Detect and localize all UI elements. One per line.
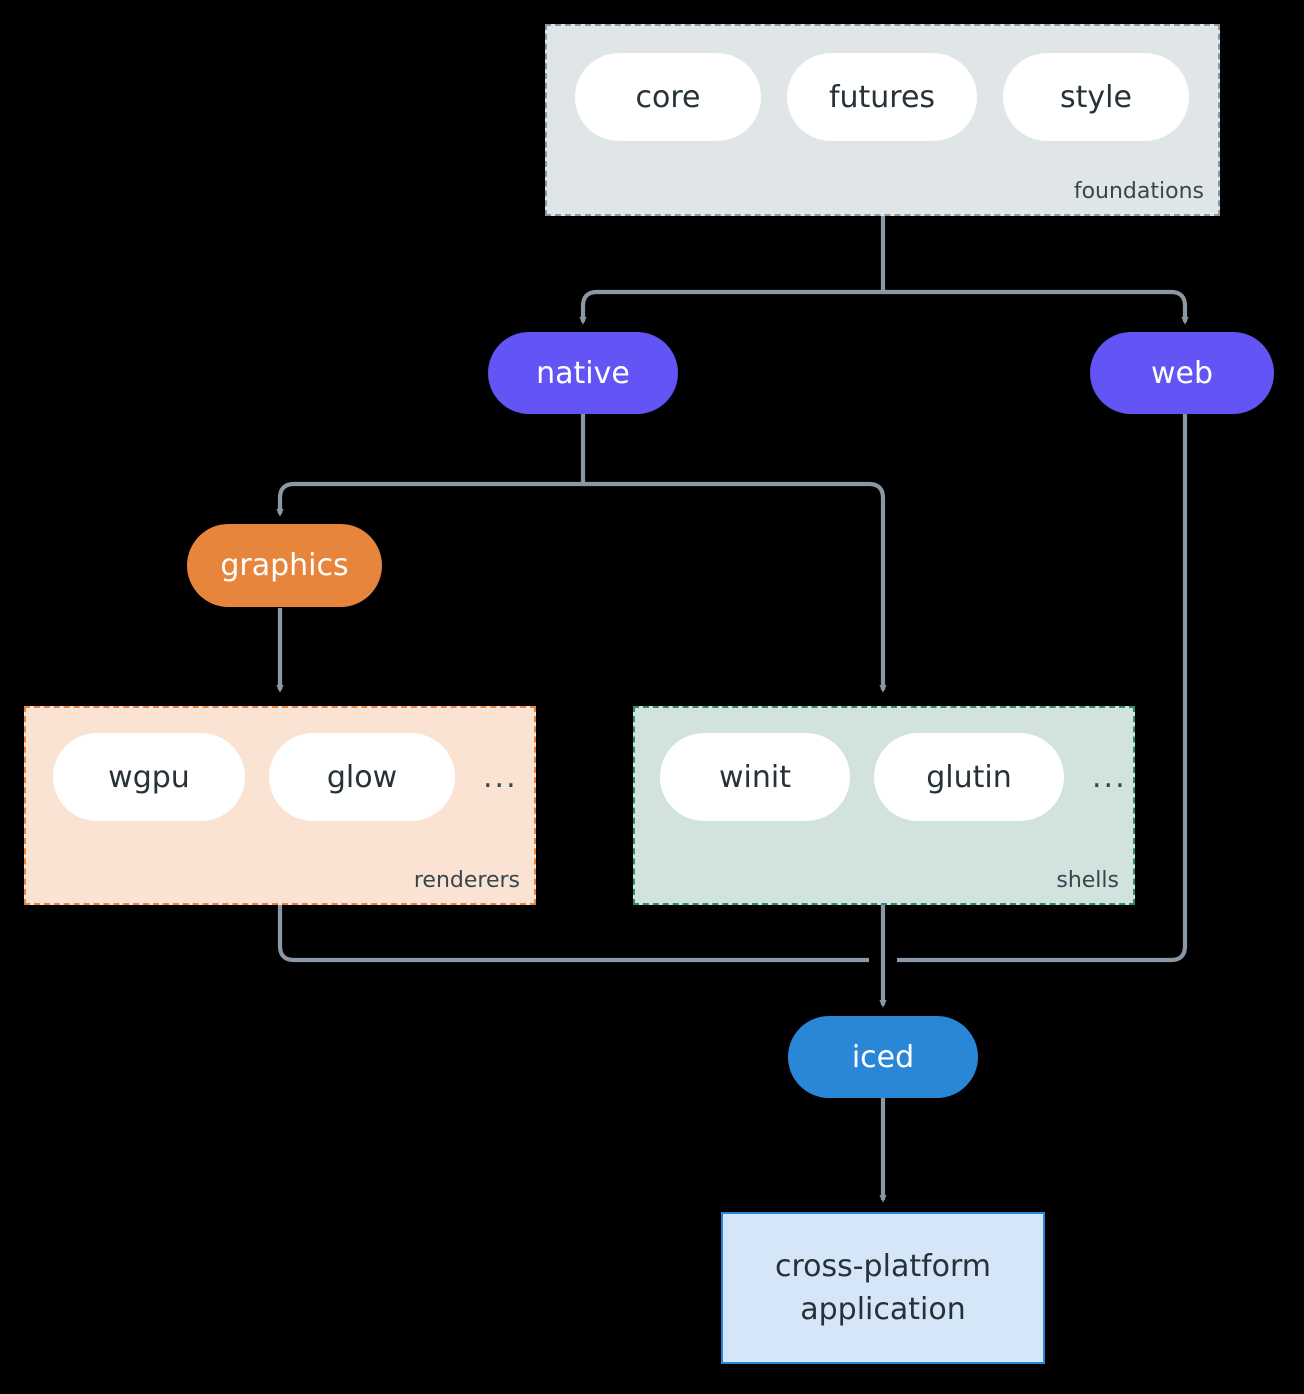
leaf-futures-label: futures: [828, 79, 936, 115]
leaf-shells-ellipsis-label: ...: [1092, 759, 1127, 795]
leaf-core[interactable]: core: [575, 53, 761, 141]
edge-renderers-iced: [277, 905, 869, 963]
leaf-renderers-ellipsis-label: ...: [483, 759, 518, 795]
leaf-style[interactable]: style: [1003, 53, 1189, 141]
cluster-shells: winit glutin ... shells: [633, 706, 1135, 905]
node-web-label: web: [1150, 355, 1214, 391]
leaf-glow[interactable]: glow: [269, 733, 455, 821]
leaf-winit[interactable]: winit: [660, 733, 850, 821]
edge-foundations-native: [579, 289, 883, 325]
edge-native-graphics: [276, 481, 583, 517]
node-application[interactable]: cross-platform application: [721, 1212, 1045, 1364]
cluster-shells-label: shells: [1056, 868, 1119, 893]
node-application-line1: cross-platform: [774, 1248, 992, 1284]
node-application-text: cross-platform application: [775, 1245, 991, 1332]
leaf-glow-label: glow: [326, 759, 398, 795]
node-iced[interactable]: iced: [788, 1016, 978, 1098]
node-graphics[interactable]: graphics: [187, 524, 382, 607]
cluster-foundations: core futures style foundations: [545, 24, 1220, 216]
node-web[interactable]: web: [1090, 332, 1274, 414]
node-iced-label: iced: [851, 1039, 915, 1075]
leaf-winit-label: winit: [719, 759, 791, 795]
leaf-core-label: core: [635, 79, 701, 115]
node-graphics-label: graphics: [220, 548, 349, 583]
cluster-renderers: wgpu glow ... renderers: [24, 706, 536, 905]
leaf-style-label: style: [1060, 79, 1132, 115]
edge-native-shells: [583, 481, 887, 693]
leaf-glutin[interactable]: glutin: [874, 733, 1064, 821]
leaf-renderers-ellipsis: ...: [479, 733, 522, 821]
leaf-futures[interactable]: futures: [787, 53, 977, 141]
edge-foundations-web: [883, 289, 1189, 325]
leaf-wgpu[interactable]: wgpu: [53, 733, 245, 821]
node-native-label: native: [536, 355, 630, 391]
leaf-glutin-label: glutin: [926, 759, 1012, 795]
cluster-renderers-label: renderers: [413, 868, 520, 893]
leaf-wgpu-label: wgpu: [108, 759, 190, 795]
node-application-line2: application: [800, 1292, 966, 1327]
cluster-foundations-label: foundations: [1073, 179, 1204, 204]
node-native[interactable]: native: [488, 332, 678, 414]
leaf-shells-ellipsis: ...: [1088, 733, 1131, 821]
